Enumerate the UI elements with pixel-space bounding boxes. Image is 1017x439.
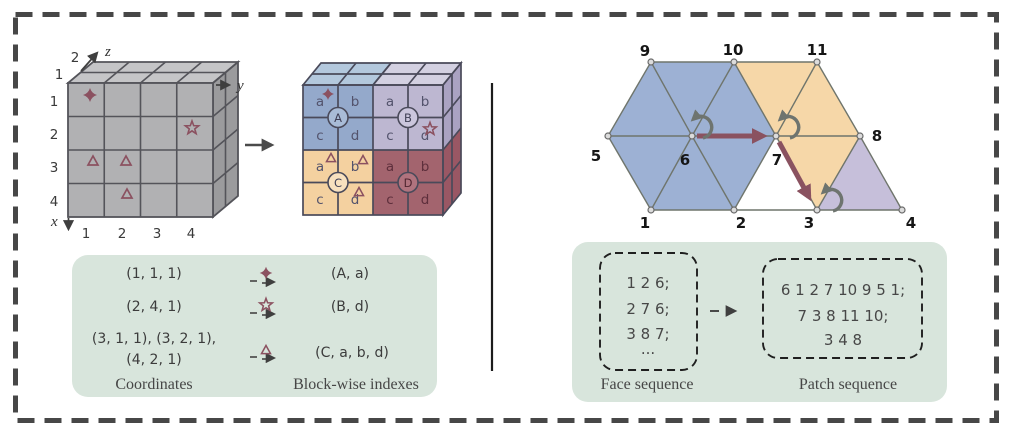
- block-label-A: A: [334, 111, 342, 125]
- legend-coords: (1, 1, 1): [126, 266, 181, 282]
- vertex-label-6: 6: [680, 151, 690, 169]
- coordinates-column-label: Coordinates: [115, 376, 192, 393]
- vertex-label-11: 11: [807, 41, 828, 59]
- cell-letter: b: [351, 159, 360, 175]
- cell-letter: d: [351, 128, 360, 144]
- patch-sequence-line: 7 3 8 11 10;: [798, 307, 889, 325]
- legend-symbol-arrow: [250, 276, 277, 288]
- depth-label-2: 2: [71, 50, 80, 66]
- col-label-3: 3: [153, 226, 162, 242]
- block-A-circle: [327, 106, 349, 129]
- patch-sequence-line: 6 1 2 7 10 9 5 1;: [781, 281, 905, 299]
- row-label-3: 3: [50, 160, 59, 176]
- cell-letter: c: [316, 128, 323, 144]
- legend-box: [72, 255, 437, 397]
- block-B-circle: [397, 106, 419, 129]
- cell-letter: a: [386, 159, 394, 175]
- vertex-label-4: 4: [906, 214, 916, 232]
- x-axis-label: x: [50, 214, 58, 230]
- cell-letter: c: [316, 192, 323, 208]
- orange-patch: [734, 62, 860, 210]
- z-axis-label: z: [104, 44, 111, 60]
- voxel-grid-cube: z y x 2 1 1 2 3 4 1 2 3 4: [50, 44, 244, 242]
- block-label-B: B: [404, 111, 412, 125]
- block-C-circle: [327, 171, 349, 194]
- face-sequence-line: 2 7 6;: [626, 300, 669, 318]
- patch-sequence-label: Patch sequence: [799, 376, 897, 393]
- cell-letter: c: [386, 192, 393, 208]
- traversal-arrow-7-to-3: [776, 140, 812, 202]
- cell-letter: a: [316, 159, 324, 175]
- vertex-label-7: 7: [772, 151, 782, 169]
- legend-coords: (4, 2, 1): [126, 352, 181, 368]
- cell-letter: a: [316, 94, 324, 110]
- legend-index: (B, d): [331, 299, 369, 315]
- blockwise-column-label: Block-wise indexes: [293, 376, 419, 393]
- col-label-4: 4: [187, 226, 196, 242]
- cell-letter: d: [421, 192, 430, 208]
- col-label-1: 1: [82, 226, 91, 242]
- rotation-arrow-icon: [777, 109, 801, 140]
- cell-letter: a: [386, 94, 394, 110]
- block-label-C: C: [334, 176, 342, 190]
- cell-letter: b: [421, 94, 430, 110]
- row-label-1: 1: [50, 94, 59, 110]
- block-cube-grid-lines: [301, 60, 463, 218]
- row-label-2: 2: [50, 127, 59, 143]
- block-label-D: D: [404, 176, 413, 190]
- legend-symbol-arrow: [250, 308, 277, 320]
- patch-sequence-line: 3 4 8: [824, 331, 862, 349]
- legend-index: (C, a, b, d): [315, 345, 389, 361]
- vertex-label-9: 9: [640, 42, 650, 60]
- cell-letter: b: [351, 94, 360, 110]
- rotation-arrow-icon: [690, 109, 714, 140]
- sequence-box: [572, 242, 947, 402]
- coordinate-legend: (1, 1, 1) (A, a) (2, 4, 1) (B, d) (3, 1,…: [72, 255, 437, 397]
- legend-coords: (2, 4, 1): [126, 299, 181, 315]
- legend-symbol-arrow: [250, 352, 277, 364]
- vertex-label-5: 5: [591, 147, 601, 165]
- cube-grid-lines: [68, 61, 239, 217]
- face-sequence-ellipsis: ...: [641, 340, 655, 358]
- cell-letter: c: [386, 128, 393, 144]
- col-label-2: 2: [118, 226, 127, 242]
- face-sequence-line: 3 8 7;: [626, 325, 669, 343]
- vertex-label-1: 1: [640, 214, 650, 232]
- cell-letter: d: [421, 128, 430, 144]
- legend-index: (A, a): [331, 266, 369, 282]
- vertex-label-10: 10: [723, 41, 744, 59]
- cell-letter: d: [351, 192, 360, 208]
- sequence-panel: 1 2 6; 2 7 6; 3 8 7; ... 6 1 2 7 10 9 5 …: [572, 242, 947, 402]
- face-sequence-label: Face sequence: [601, 376, 694, 393]
- legend-coords: (3, 1, 1), (3, 2, 1),: [92, 331, 216, 347]
- vertex-label-3: 3: [804, 214, 814, 232]
- blue-patch: [608, 62, 776, 210]
- block-D-circle: [397, 171, 419, 194]
- cell-letter: b: [421, 159, 430, 175]
- vertex-label-8: 8: [872, 127, 882, 145]
- face-sequence-dashed-box: [599, 252, 698, 371]
- depth-label-1: 1: [55, 67, 64, 83]
- patch-sequence-dashed-box: [762, 258, 923, 359]
- triangle-mesh: 1 2 3 4 5 6 7 8 9 10 11: [591, 41, 916, 232]
- vertex-label-2: 2: [736, 214, 746, 232]
- rotation-arrow-icon: [820, 182, 844, 213]
- row-label-4: 4: [50, 194, 59, 210]
- face-sequence-line: 1 2 6;: [626, 274, 669, 292]
- outer-dashed-frame: [13, 12, 999, 423]
- mesh-vertices: [604, 58, 906, 214]
- block-cube: a b c d a b c d a b c d a b c d A B C D: [301, 60, 463, 218]
- z-axis-arrow: [80, 51, 99, 72]
- y-axis-label: y: [235, 78, 244, 94]
